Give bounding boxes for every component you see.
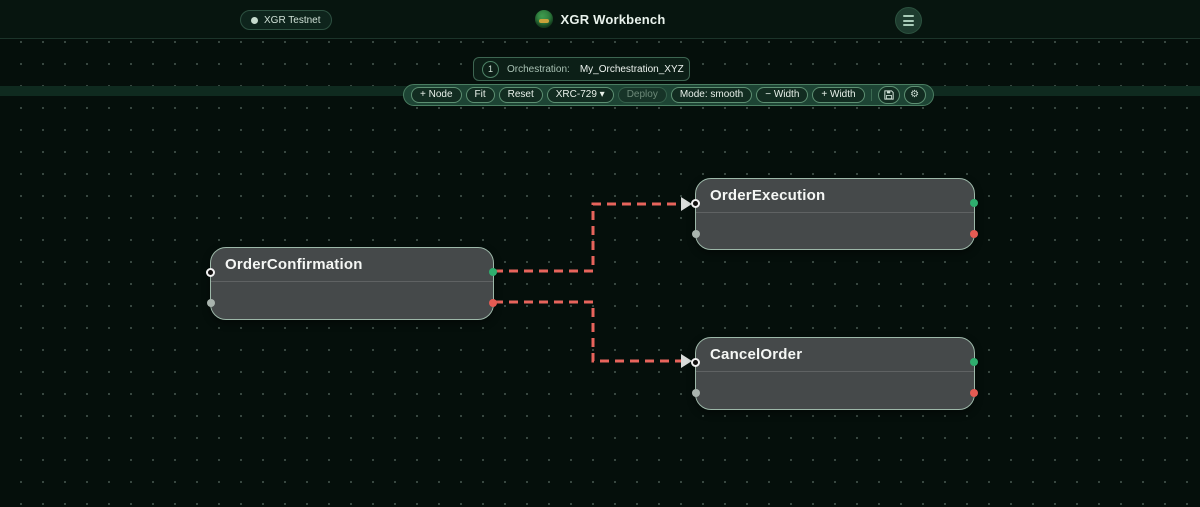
node-header: CancelOrder (696, 338, 974, 372)
orchestration-name-bar: 1 Orchestration: (473, 57, 702, 81)
node-title: OrderConfirmation (225, 256, 363, 273)
input-port-white[interactable] (206, 268, 215, 277)
network-status-dot-icon (251, 16, 258, 24)
app-title: XGR Workbench (560, 11, 666, 27)
node-order-confirmation[interactable]: OrderConfirmation (206, 247, 497, 320)
hamburger-icon (903, 15, 914, 17)
input-port-white[interactable] (691, 199, 700, 208)
increase-width-button[interactable]: + Width (812, 87, 865, 103)
gear-icon: ⚙ (910, 89, 920, 100)
canvas-toolbar: + Node Fit Reset XRC-729 ▾ Deploy Mode: … (403, 84, 934, 106)
toolbar-divider (870, 89, 872, 101)
node-header: OrderExecution (696, 179, 974, 213)
orchestration-label: Orchestration: (507, 63, 570, 75)
input-port-gray[interactable] (207, 299, 215, 307)
network-badge: XGR Testnet (240, 10, 332, 30)
contract-standard-dropdown[interactable]: XRC-729 ▾ (546, 87, 614, 103)
input-port-gray[interactable] (692, 230, 700, 238)
deploy-button[interactable]: Deploy (617, 87, 667, 103)
save-snapshot-button[interactable] (877, 86, 900, 104)
app-logo-icon (534, 10, 553, 28)
step-number-badge: 1 (482, 60, 499, 78)
node-title: CancelOrder (710, 346, 803, 363)
settings-button[interactable]: ⚙ (903, 86, 926, 104)
mode-button[interactable]: Mode: smooth (670, 87, 753, 103)
floppy-save-icon (883, 90, 894, 100)
reset-button[interactable]: Reset (498, 87, 543, 103)
output-port-green[interactable] (970, 199, 978, 207)
app-title-wrap: XGR Workbench (0, 0, 1200, 38)
orchestration-name-input[interactable] (577, 62, 702, 76)
input-port-white[interactable] (691, 358, 700, 367)
output-port-red[interactable] (489, 299, 497, 307)
node-order-execution[interactable]: OrderExecution (691, 178, 978, 250)
input-port-gray[interactable] (692, 389, 700, 397)
output-port-green[interactable] (970, 358, 978, 366)
decrease-width-button[interactable]: − Width (756, 87, 809, 103)
network-badge-label: XGR Testnet (264, 14, 321, 26)
output-port-green[interactable] (489, 268, 497, 276)
fit-button[interactable]: Fit (465, 87, 495, 103)
hamburger-menu-button[interactable] (895, 7, 922, 34)
output-port-red[interactable] (970, 389, 978, 397)
node-header: OrderConfirmation (211, 248, 493, 282)
orchestration-canvas[interactable] (0, 39, 1200, 507)
add-node-button[interactable]: + Node (411, 87, 462, 103)
node-title: OrderExecution (710, 187, 826, 204)
output-port-red[interactable] (970, 230, 978, 238)
app-header: XGR Testnet XGR Workbench (0, 0, 1200, 39)
node-cancel-order[interactable]: CancelOrder (691, 337, 978, 410)
